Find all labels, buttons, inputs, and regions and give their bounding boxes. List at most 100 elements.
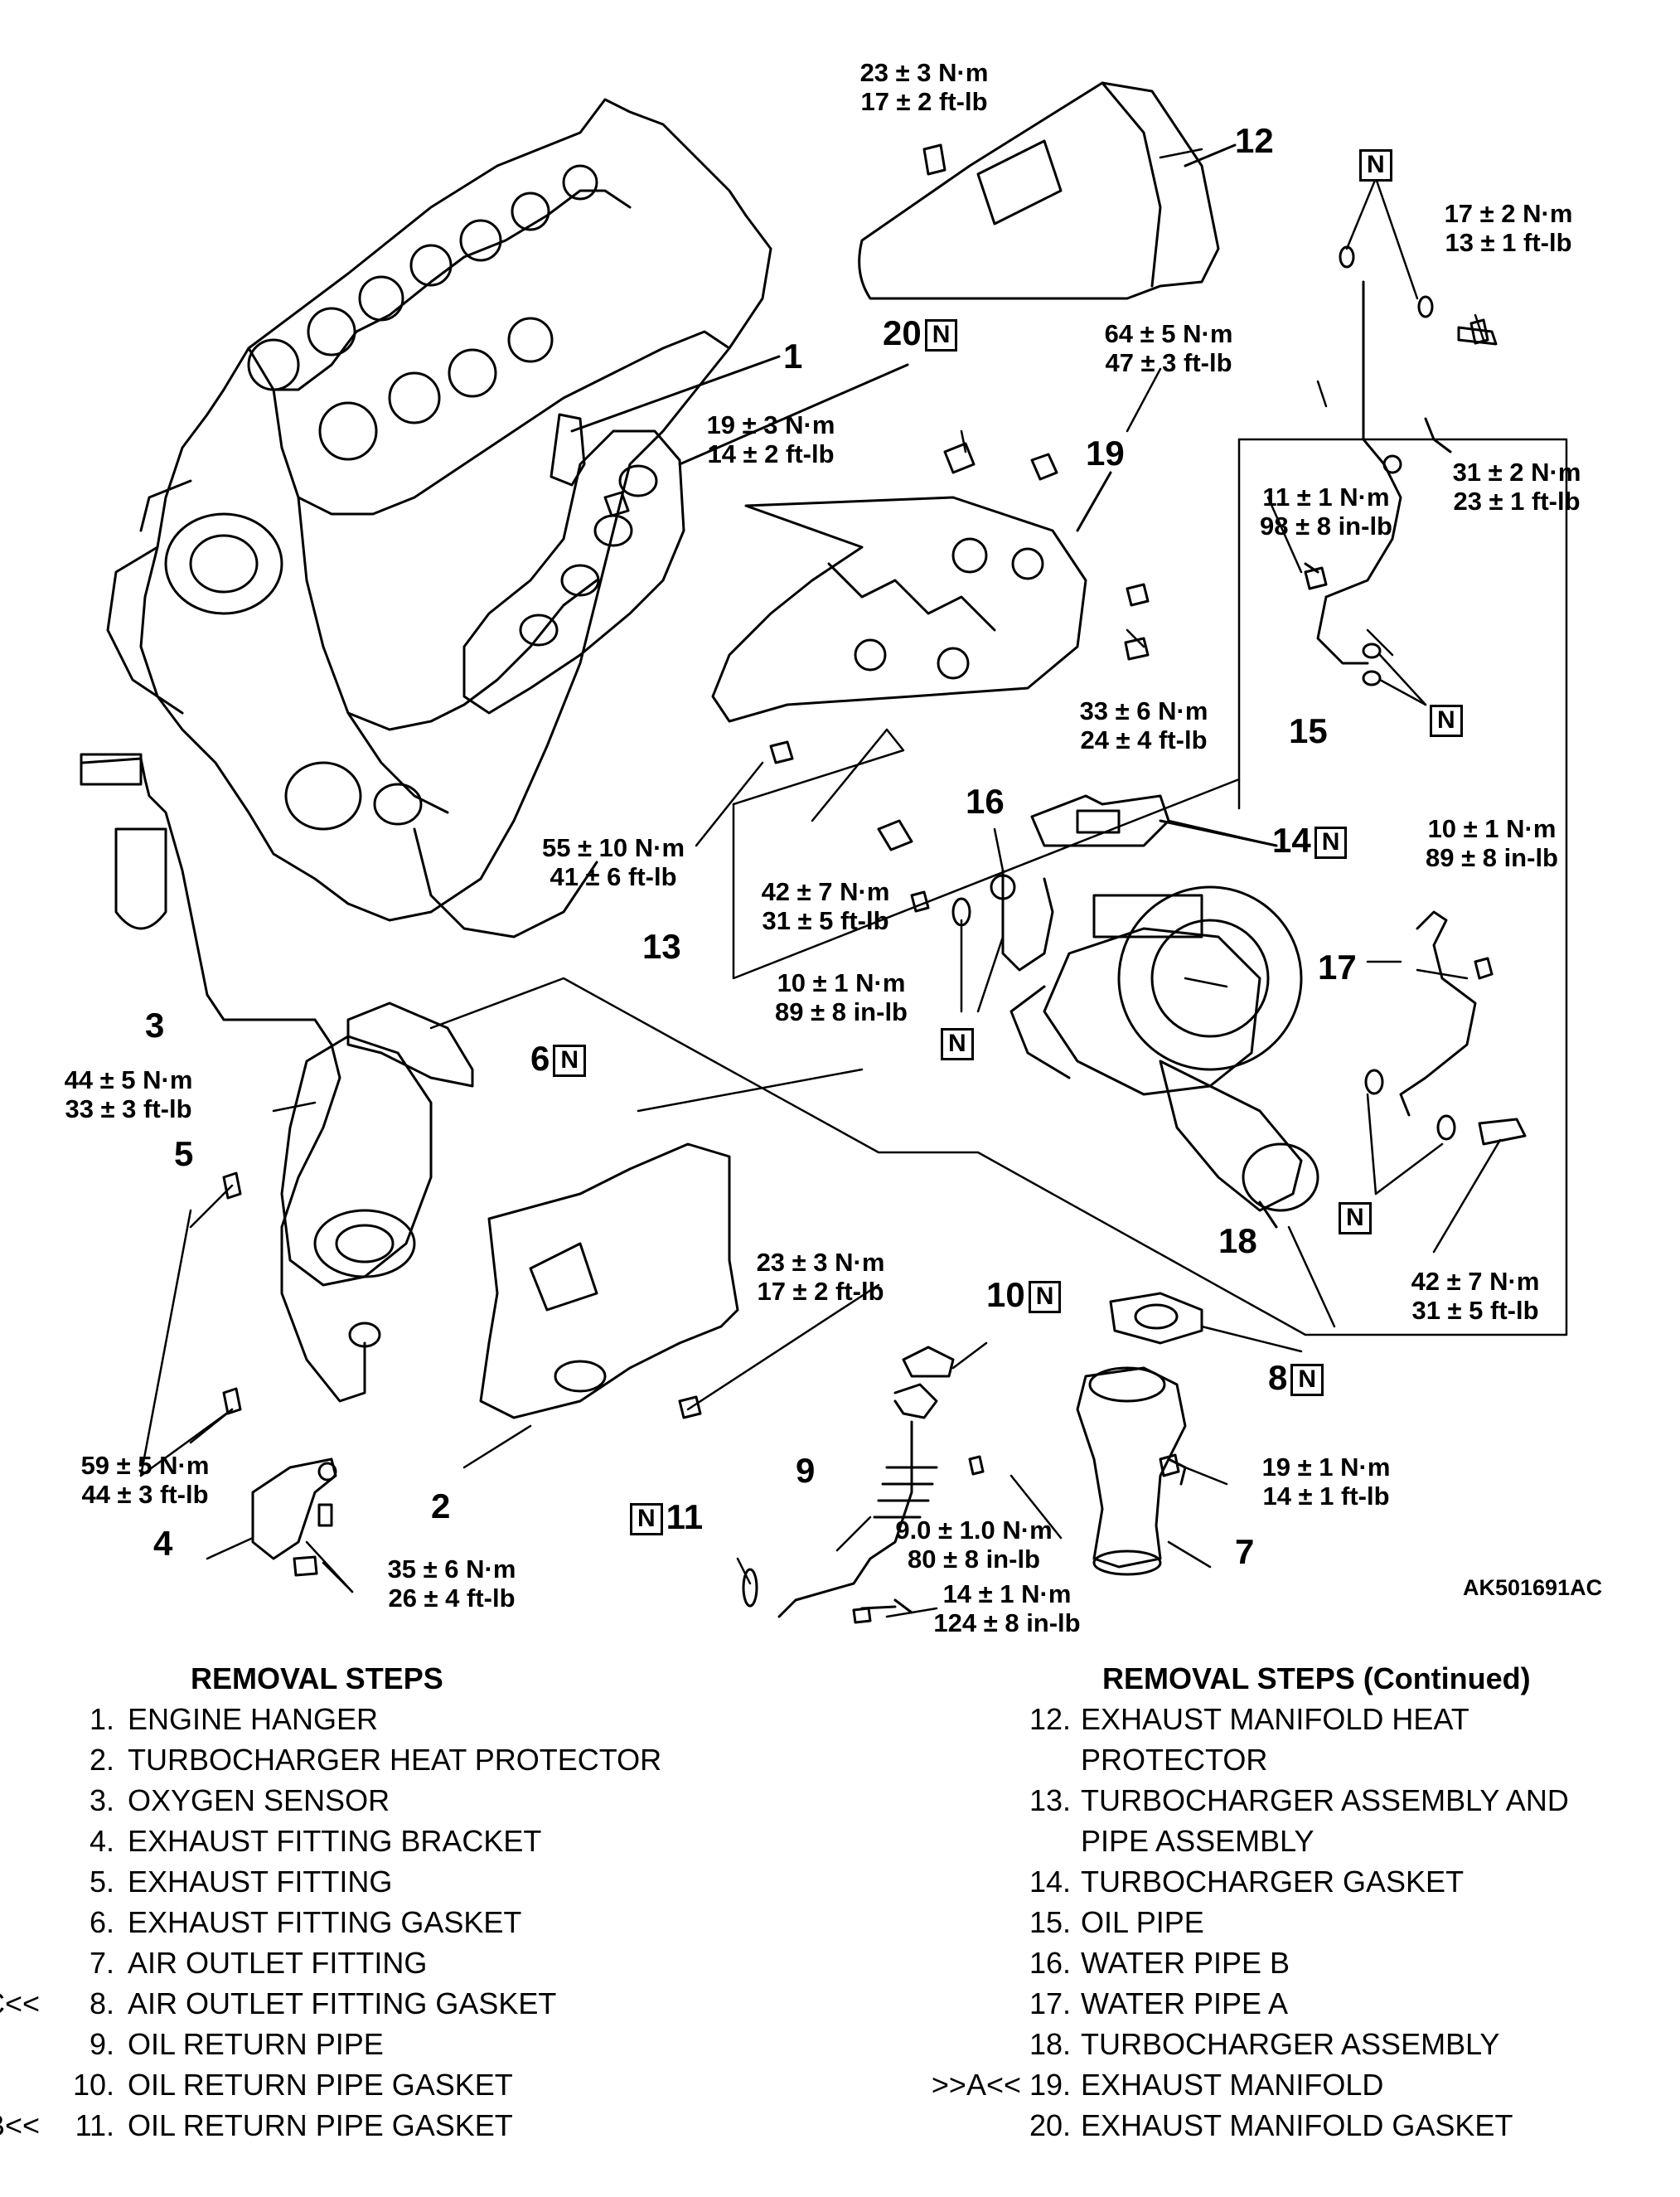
oil-return-pipe	[777, 1383, 938, 1618]
step-reference-mark: >>A<<	[931, 2068, 1021, 2102]
torque-metric: 17 ± 2 N·m	[1444, 199, 1573, 228]
callout-number: 4	[153, 1524, 173, 1563]
torque-imperial: 124 ± 8 in-lb	[933, 1608, 1081, 1637]
step-number: 8.	[89, 1986, 114, 2020]
torque-manifold-stud-nut: 55 ± 10 N·m 41 ± 6 ft-lb	[514, 833, 713, 891]
removal-step-continuation: PIPE ASSEMBLY	[1003, 1821, 1569, 1861]
callout-number: 11	[666, 1497, 704, 1536]
air-outlet-fitting-gasket	[1109, 1292, 1203, 1345]
turbocharger-assembly	[1009, 885, 1319, 1212]
torque-metric: 55 ± 10 N·m	[541, 833, 685, 862]
torque-heat-protector-bolt-right: 17 ± 2 N·m 13 ± 1 ft-lb	[1409, 199, 1608, 257]
water-pipe-b	[1001, 869, 1054, 972]
callout-5: 5	[174, 1136, 193, 1172]
step-text: OIL RETURN PIPE	[128, 2027, 384, 2061]
torque-imperial: 89 ± 8 in-lb	[775, 997, 908, 1026]
torque-imperial: 14 ± 1 ft-lb	[1262, 1482, 1390, 1511]
step-number: 20.	[1029, 2108, 1071, 2142]
oxygen-sensor	[81, 757, 366, 1403]
step-text: OXYGEN SENSOR	[128, 1783, 390, 1817]
step-number: 16.	[1029, 1946, 1071, 1980]
step-text: OIL PIPE	[1081, 1905, 1204, 1939]
step-number: 18.	[1029, 2027, 1071, 2061]
removal-steps-right: REMOVAL STEPS (Continued) 12.EXHAUST MAN…	[932, 1658, 1569, 2146]
turbocharger-gasket	[1030, 794, 1170, 847]
n-mark-icon: N	[1430, 705, 1463, 738]
step-text: TURBOCHARGER HEAT PROTECTOR	[128, 1743, 662, 1777]
torque-imperial: 14 ± 2 ft-lb	[707, 439, 835, 468]
callout-number: 6	[530, 1039, 550, 1078]
callout-number: 10	[986, 1275, 1025, 1314]
torque-water-pipe-a-eyebolt: 42 ± 7 N·m 31 ± 5 ft-lb	[1376, 1267, 1575, 1325]
step-text: ENGINE HANGER	[128, 1702, 379, 1736]
removal-step: >>A<<19.EXHAUST MANIFOLD	[932, 2064, 1569, 2105]
torque-oil-return-pipe-bolt: 9.0 ± 1.0 N·m 80 ± 8 in-lb	[874, 1516, 1073, 1574]
removal-step: >>B<<11.OIL RETURN PIPE GASKET	[0, 2105, 661, 2146]
torque-bracket-bolt: 35 ± 6 N·m 26 ± 4 ft-lb	[352, 1554, 551, 1613]
torque-imperial: 31 ± 5 ft-lb	[1411, 1296, 1539, 1325]
step-number: 13.	[1029, 1783, 1071, 1817]
torque-metric: 44 ± 5 N·m	[64, 1065, 193, 1094]
callout-9: 9	[796, 1453, 815, 1489]
callout-15: 15	[1289, 713, 1328, 749]
torque-oil-pipe-eyebolt: 31 ± 2 N·m 23 ± 1 ft-lb	[1417, 458, 1616, 516]
callout-number: 3	[145, 1006, 165, 1045]
step-number: 7.	[89, 1946, 114, 1980]
step-reference-mark: >>C<<	[0, 1986, 40, 2020]
callout-number: 2	[431, 1486, 451, 1525]
step-text: OIL RETURN PIPE GASKET	[128, 2068, 513, 2102]
callout-number: 13	[642, 927, 681, 966]
diagram-code: AK501691AC	[1463, 1575, 1603, 1600]
torque-imperial: 13 ± 1 ft-lb	[1445, 228, 1572, 257]
torque-metric: 33 ± 6 N·m	[1079, 696, 1208, 725]
step-text: WATER PIPE A	[1081, 1986, 1289, 2020]
engine-hanger	[550, 413, 586, 487]
removal-step: 2.TURBOCHARGER HEAT PROTECTOR	[25, 1739, 661, 1780]
callout-7: 7	[1235, 1534, 1254, 1570]
torque-oil-return-pipe-lower-bolt: 14 ± 1 N·m 124 ± 8 in-lb	[908, 1579, 1106, 1637]
step-text-continued: PROTECTOR	[1081, 1743, 1268, 1777]
removal-step: 18. TURBOCHARGER ASSEMBLY	[1003, 2024, 1569, 2064]
callout-12: 12	[1235, 123, 1274, 159]
step-reference-mark: >>B<<	[0, 2108, 40, 2142]
water-pipe-a	[1399, 910, 1477, 1117]
step-text: AIR OUTLET FITTING GASKET	[128, 1986, 557, 2020]
torque-metric: 14 ± 1 N·m	[942, 1579, 1072, 1608]
turbocharger-heat-protector	[479, 1142, 739, 1419]
n-mark-icon: N	[1290, 1364, 1324, 1397]
callout-number: 20	[883, 313, 922, 352]
step-text: TURBOCHARGER ASSEMBLY	[1081, 2027, 1500, 2061]
removal-step: 15.OIL PIPE	[1003, 1902, 1569, 1942]
callout-n-oil-pipe: N	[1430, 701, 1463, 738]
removal-step: 1.ENGINE HANGER	[25, 1699, 661, 1739]
torque-manifold-nut: 33 ± 6 N·m 24 ± 4 ft-lb	[1044, 696, 1243, 754]
callout-number: 17	[1318, 948, 1357, 987]
step-number: 14.	[1029, 1865, 1071, 1899]
removal-steps-title: REMOVAL STEPS	[191, 1661, 443, 1695]
torque-imperial: 47 ± 3 ft-lb	[1105, 348, 1232, 377]
torque-imperial: 26 ± 4 ft-lb	[388, 1583, 516, 1613]
n-mark-icon: N	[1028, 1281, 1062, 1314]
removal-step: 20.EXHAUST MANIFOLD GASKET	[1003, 2105, 1569, 2146]
callout-number: 5	[174, 1134, 194, 1173]
torque-imperial: 41 ± 6 ft-lb	[550, 862, 677, 891]
removal-step: 17.WATER PIPE A	[1003, 1983, 1569, 2024]
torque-metric: 42 ± 7 N·m	[761, 877, 890, 906]
exhaust-manifold-gasket	[462, 429, 685, 715]
step-text: EXHAUST FITTING GASKET	[128, 1905, 522, 1939]
callout-number: 15	[1289, 711, 1328, 750]
torque-metric: 19 ± 3 N·m	[706, 410, 835, 439]
callout-number: 12	[1235, 121, 1274, 160]
removal-step: 3.OXYGEN SENSOR	[25, 1780, 661, 1821]
removal-step: 7.AIR OUTLET FITTING	[25, 1942, 661, 1983]
torque-imperial: 33 ± 3 ft-lb	[65, 1094, 192, 1123]
torque-metric: 10 ± 1 N·m	[777, 968, 906, 997]
step-number: 11.	[75, 2108, 114, 2142]
torque-metric: 42 ± 7 N·m	[1411, 1267, 1540, 1296]
